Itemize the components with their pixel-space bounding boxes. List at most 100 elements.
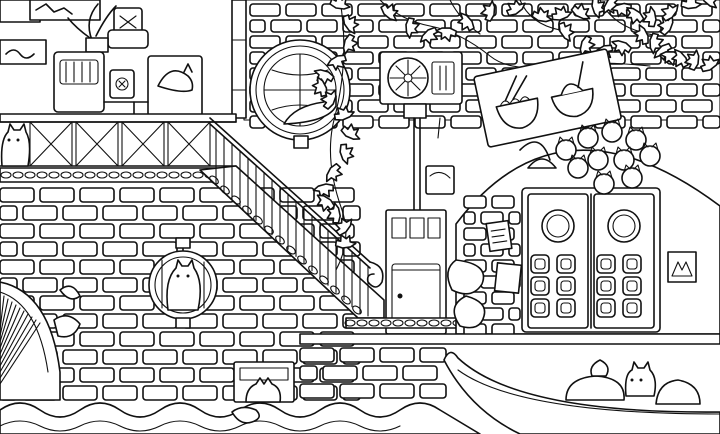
brick [39, 223, 75, 239]
brick [79, 259, 115, 275]
brick [285, 3, 317, 17]
ledge-stone [144, 171, 156, 179]
brick [119, 187, 155, 203]
cat-ear [641, 142, 659, 151]
brick [119, 367, 155, 383]
door-panel-button-inner [560, 258, 572, 270]
ivy-leaf-icon [642, 5, 657, 28]
ivy-leaf-icon [591, 0, 607, 19]
cat-ear [579, 124, 597, 133]
drain-pipe [231, 0, 247, 119]
ledge-stone [344, 319, 356, 327]
gondola-icon [443, 351, 720, 434]
brick [142, 241, 178, 257]
brick [609, 67, 641, 81]
ledge-stone [84, 171, 96, 179]
brick [342, 51, 374, 65]
hanging-lamp [527, 158, 557, 169]
brick [182, 349, 218, 365]
cat-icon [639, 145, 661, 167]
brick [79, 295, 115, 311]
door-panel-button [556, 276, 576, 296]
brick [142, 385, 178, 401]
brick [79, 223, 115, 239]
brick [22, 205, 58, 221]
arch-stripe [0, 313, 29, 367]
brick [159, 223, 195, 239]
door-panel-button [530, 254, 550, 274]
ledge-stone [440, 319, 452, 327]
brick [463, 195, 487, 209]
ivy-leaf-icon [505, 0, 526, 17]
brick [182, 385, 218, 401]
stair-stone [341, 295, 351, 305]
brick [22, 277, 58, 293]
brick [299, 365, 318, 381]
double-door-icon[interactable] [521, 187, 661, 333]
brick [379, 347, 415, 363]
door-panel-button-inner [626, 302, 638, 314]
door-panel-button [622, 254, 642, 274]
brick [239, 331, 275, 347]
ledge-stone [24, 171, 36, 179]
door-panel-button [622, 298, 642, 318]
door-panel-button-inner [534, 302, 546, 314]
ivy-leaf-icon [311, 76, 328, 98]
ivy-leaf-icon [342, 14, 360, 35]
brick [339, 347, 375, 363]
canal-water [0, 402, 481, 434]
arch-stripe [0, 295, 5, 331]
ivy-leaf-icon [320, 89, 337, 110]
brick [630, 83, 662, 97]
brick [357, 35, 389, 49]
brick [222, 313, 258, 329]
brick [62, 349, 98, 365]
rooftop-balcony [0, 0, 240, 183]
brick [102, 349, 138, 365]
brick [39, 187, 75, 203]
brick [299, 383, 335, 399]
ledge-stone [60, 171, 72, 179]
brick [419, 383, 447, 399]
brick [630, 115, 662, 129]
handrail-scroll [366, 261, 384, 288]
brick [463, 227, 487, 241]
cat-ear [623, 164, 641, 173]
brick [119, 223, 155, 239]
ledge-stone [428, 319, 440, 327]
ivy-leaf-icon [671, 48, 689, 69]
cat-icon [625, 129, 647, 151]
ivy-leaf-icon [380, 3, 399, 22]
brick [463, 243, 476, 257]
door-panel-button-inner [626, 258, 638, 270]
brick [666, 83, 698, 97]
ivy-leaf-icon [558, 21, 575, 42]
brick [0, 241, 18, 257]
ivy-leaf-icon [551, 5, 573, 21]
ivy-leaf-icon [405, 17, 420, 39]
ivy-leaf-icon [340, 123, 361, 140]
brick [491, 195, 515, 209]
stone-arch [0, 281, 81, 401]
brick [378, 19, 410, 33]
brick [645, 99, 677, 113]
cat-ear [603, 118, 621, 127]
brick [79, 187, 115, 203]
brick [249, 19, 266, 33]
brick [594, 19, 626, 33]
brick [102, 385, 138, 401]
brick [681, 99, 713, 113]
brick [262, 313, 298, 329]
brick [465, 35, 497, 49]
brick [681, 35, 713, 49]
brick [645, 67, 677, 81]
brick [119, 295, 155, 311]
ivy-leaf-icon [339, 143, 355, 165]
brick [379, 383, 415, 399]
door-panel-button-inner [600, 280, 612, 292]
brick [0, 205, 18, 221]
brick [222, 241, 258, 257]
brick [239, 295, 275, 311]
ivy-leaf-icon [680, 0, 703, 10]
cat-ear [589, 146, 607, 155]
